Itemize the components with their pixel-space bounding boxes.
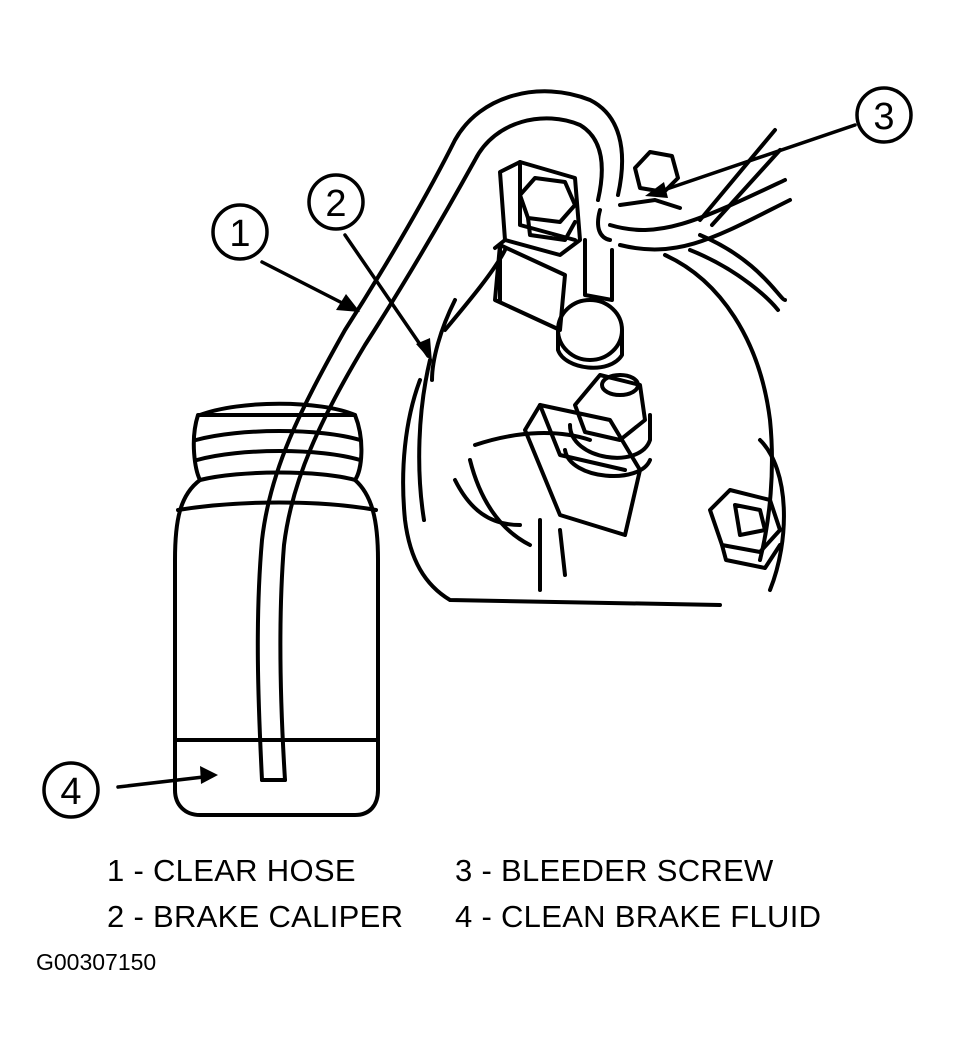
arrow-4 [200,766,218,784]
brake-caliper [401,128,792,607]
callout-leaders [116,123,857,789]
collection-jar [173,401,380,817]
legend-item-1: 1 - CLEAR HOSE [107,853,356,888]
arrow-2 [416,338,432,362]
legend-item-2: 2 - BRAKE CALIPER [107,899,404,934]
callout-label-2: 2 [325,183,346,225]
callout-circle-1 [211,203,269,261]
callout-circle-2 [307,173,365,231]
callout-label-3: 3 [873,96,894,138]
callout-circle-4 [42,761,100,819]
figure-id: G00307150 [36,949,157,975]
arrow-1 [336,294,360,312]
arrow-3 [645,182,668,198]
callout-circle-3 [855,86,913,144]
callout-label-4: 4 [60,771,81,813]
callout-label-1: 1 [229,213,250,255]
legend-item-3: 3 - BLEEDER SCREW [455,853,774,888]
legend-item-4: 4 - CLEAN BRAKE FLUID [455,899,822,934]
